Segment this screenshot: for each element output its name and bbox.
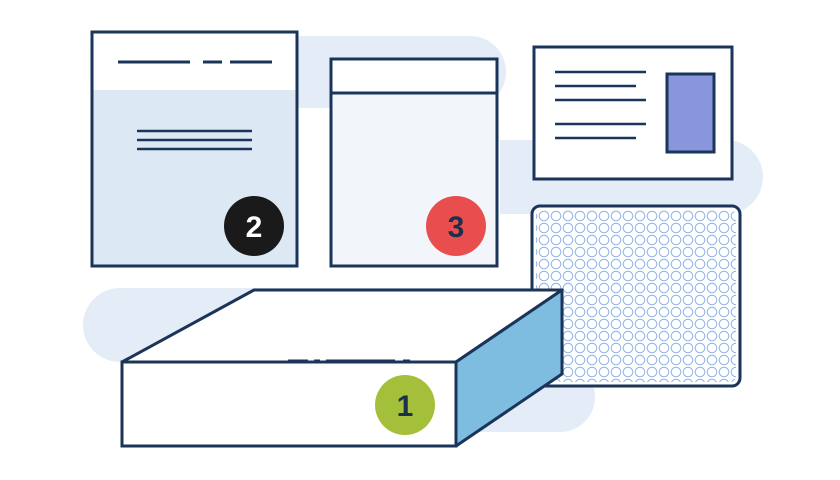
badge-1-label: 1 (397, 390, 414, 423)
envelope-flap (332, 60, 496, 92)
badge-3-label: 3 (448, 211, 465, 244)
id-card-item (532, 45, 734, 181)
badge-2 (224, 196, 284, 256)
badge-3 (426, 196, 486, 256)
card-photo (665, 72, 716, 154)
badge-1 (375, 375, 435, 435)
bubble-wrap-item (530, 204, 742, 388)
bubble-pattern (536, 210, 736, 382)
envelope-item: 3 (329, 57, 499, 268)
badge-2-label: 2 (246, 211, 263, 244)
shipping-box-item: 1 (120, 288, 564, 448)
document-item: 2 (90, 30, 299, 268)
